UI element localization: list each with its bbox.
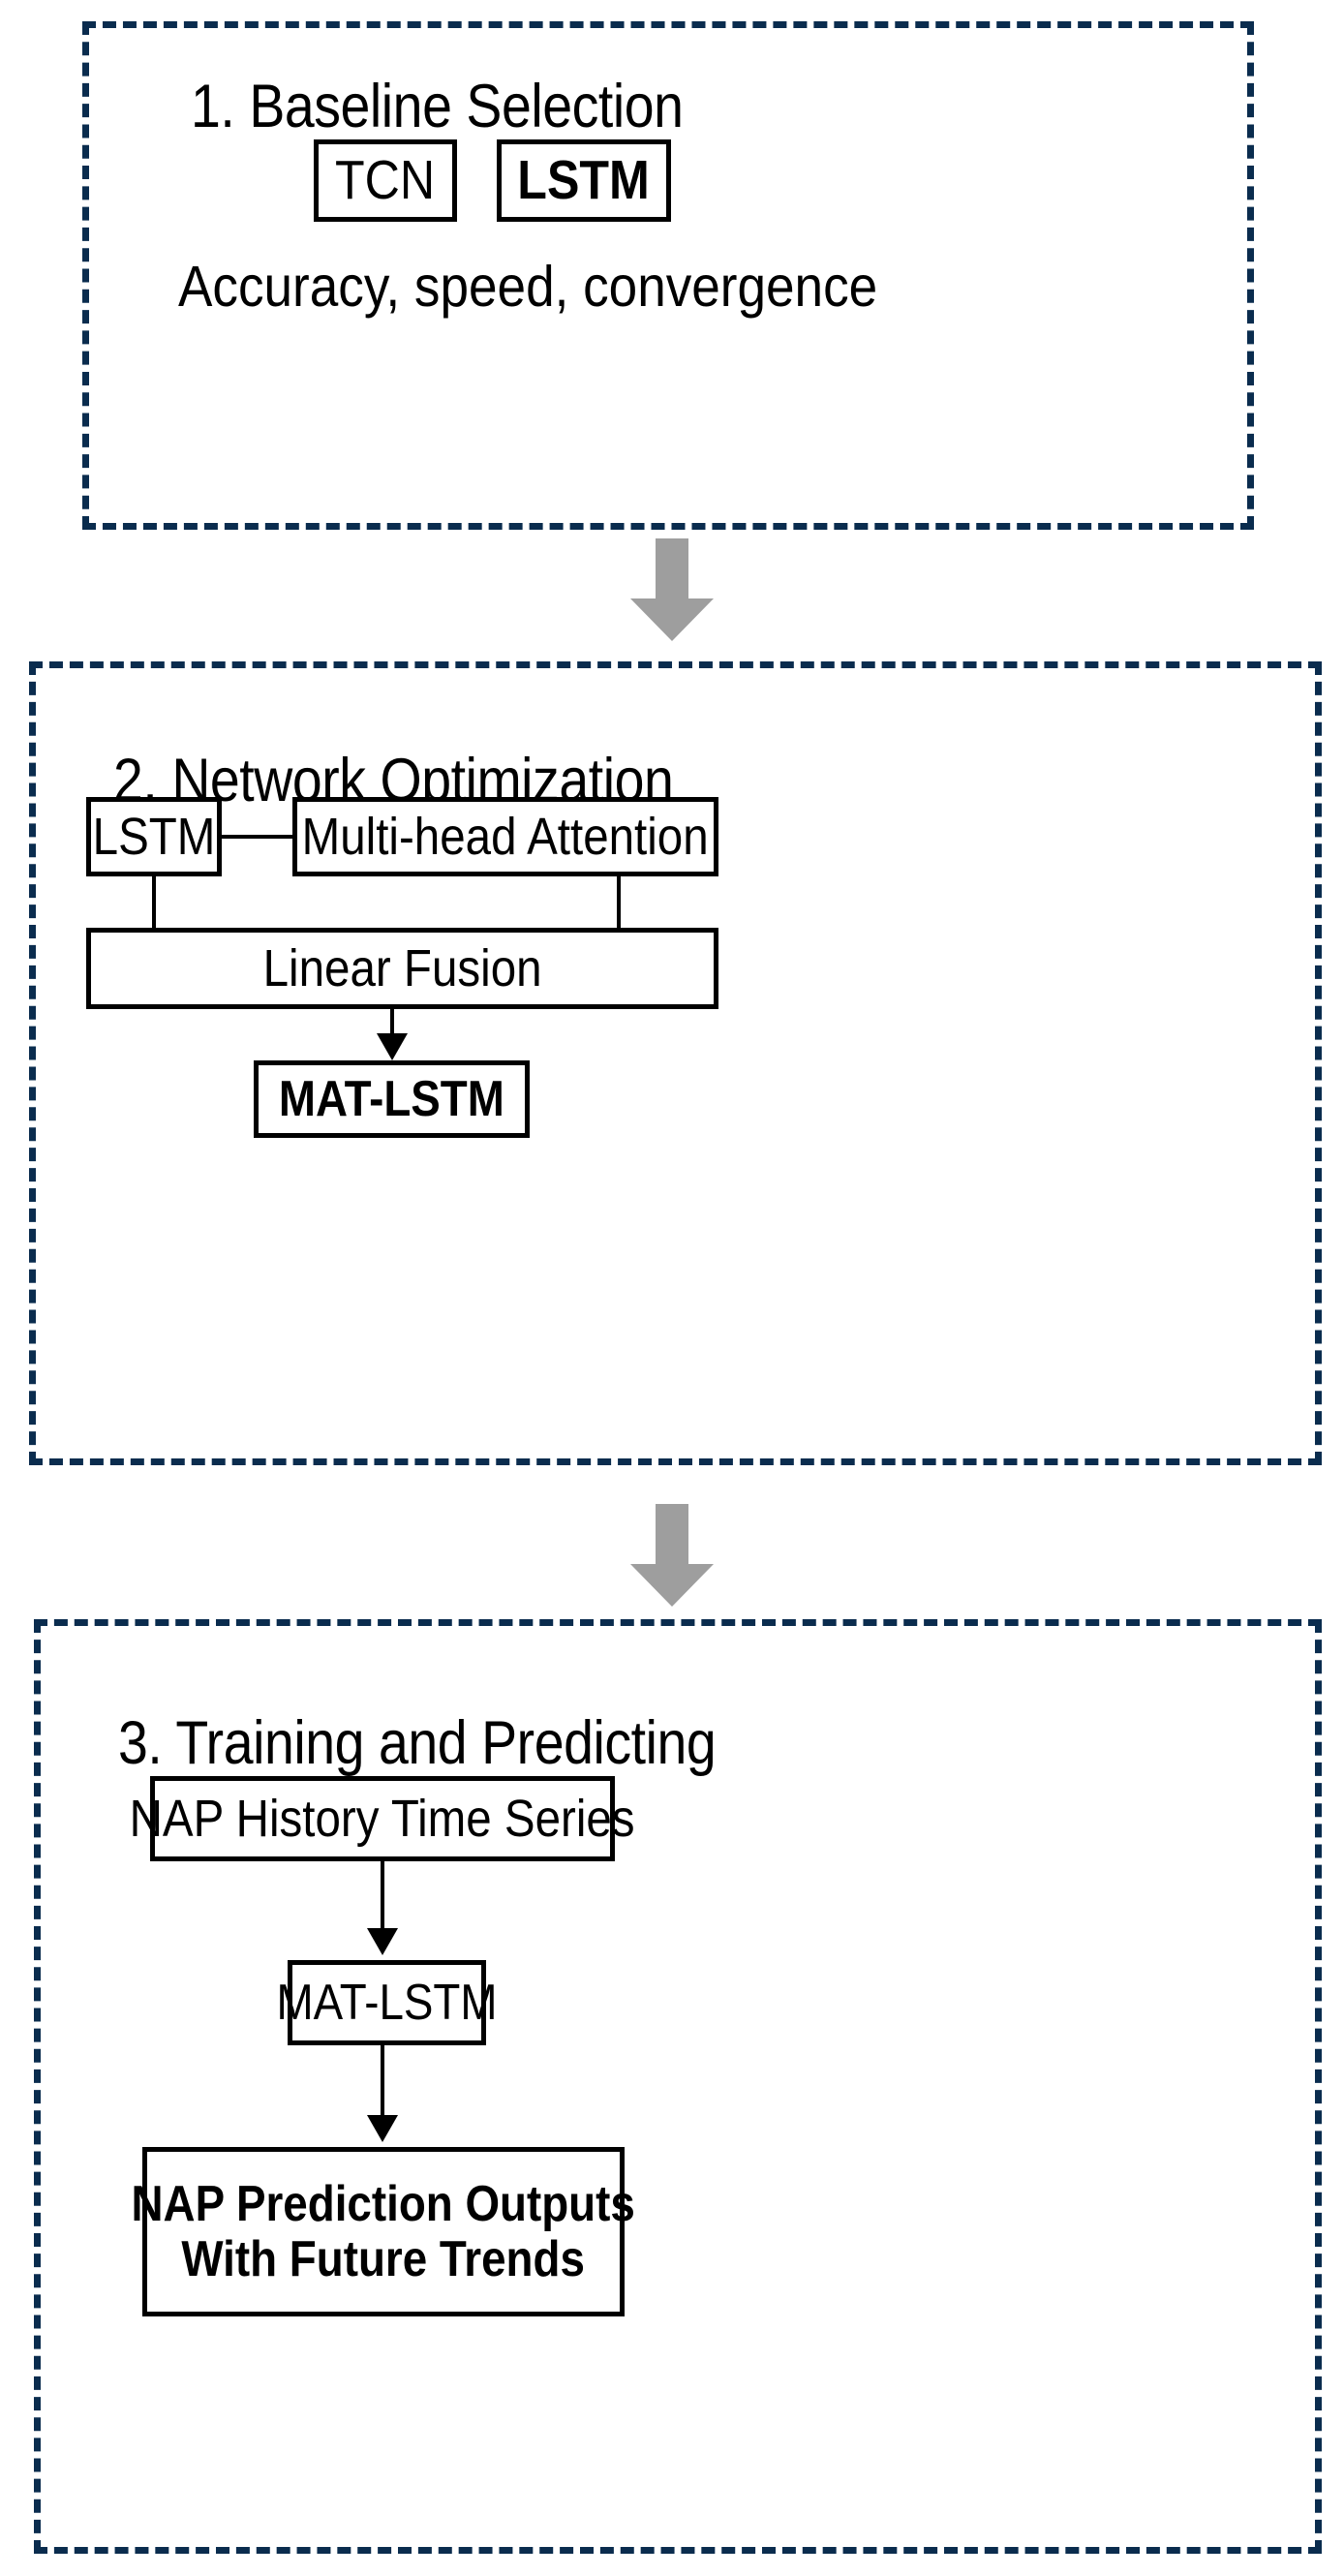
stage-arrow-2-to-3-icon bbox=[630, 1504, 714, 1607]
box-lstm-optimization-label: LSTM bbox=[92, 807, 216, 866]
box-multi-head-attention[interactable]: Multi-head Attention bbox=[292, 797, 718, 876]
box-linear-fusion[interactable]: Linear Fusion bbox=[86, 928, 718, 1009]
box-nap-prediction-outputs-line2: With Future Trends bbox=[181, 2230, 586, 2287]
box-nap-history-time-series[interactable]: NAP History Time Series bbox=[130, 1776, 635, 1861]
connector-fusion-to-matlstm bbox=[390, 1009, 394, 1036]
connector-lstm-to-fusion bbox=[152, 876, 156, 930]
arrowhead-fusion-to-matlstm-icon bbox=[377, 1033, 408, 1060]
section-training-and-predicting: 3. Training and Predicting NAP History T… bbox=[34, 1619, 1322, 2554]
box-tcn-label: TCN bbox=[335, 148, 436, 211]
box-mat-lstm-model-label: MAT-LSTM bbox=[276, 1974, 498, 2031]
box-mat-lstm-model[interactable]: MAT-LSTM bbox=[277, 1960, 497, 2045]
section-1-heading: 1. Baseline Selection bbox=[191, 73, 684, 140]
box-lstm-baseline-label: LSTM bbox=[517, 148, 651, 211]
box-tcn[interactable]: TCN bbox=[314, 139, 457, 222]
arrowhead-history-to-matlstm-icon bbox=[367, 1928, 398, 1955]
box-multi-head-attention-label: Multi-head Attention bbox=[301, 807, 710, 866]
box-nap-history-time-series-label: NAP History Time Series bbox=[130, 1789, 635, 1848]
arrowhead-matlstm-to-outputs-icon bbox=[367, 2115, 398, 2142]
connector-lstm-to-attention bbox=[222, 835, 292, 839]
connector-attention-to-fusion bbox=[617, 876, 621, 930]
connector-history-to-matlstm bbox=[381, 1861, 384, 1931]
section-3-heading: 3. Training and Predicting bbox=[118, 1709, 717, 1777]
box-mat-lstm-result[interactable]: MAT-LSTM bbox=[254, 1060, 530, 1138]
box-nap-prediction-outputs-line1: NAP Prediction Outputs bbox=[131, 2176, 636, 2233]
connector-matlstm-to-outputs bbox=[381, 2045, 384, 2118]
box-lstm-optimization[interactable]: LSTM bbox=[86, 797, 222, 876]
section-1-caption: Accuracy, speed, convergence bbox=[178, 255, 878, 319]
section-network-optimization: 2. Network Optimization LSTM Multi-head … bbox=[29, 661, 1322, 1465]
box-nap-prediction-outputs[interactable]: NAP Prediction Outputs With Future Trend… bbox=[132, 2147, 635, 2316]
stage-arrow-1-to-2-icon bbox=[630, 538, 714, 641]
box-lstm-baseline[interactable]: LSTM bbox=[497, 139, 671, 222]
box-linear-fusion-label: Linear Fusion bbox=[262, 938, 542, 997]
section-baseline-selection: 1. Baseline Selection TCN LSTM Accuracy,… bbox=[82, 21, 1254, 530]
box-mat-lstm-result-label: MAT-LSTM bbox=[279, 1070, 504, 1127]
